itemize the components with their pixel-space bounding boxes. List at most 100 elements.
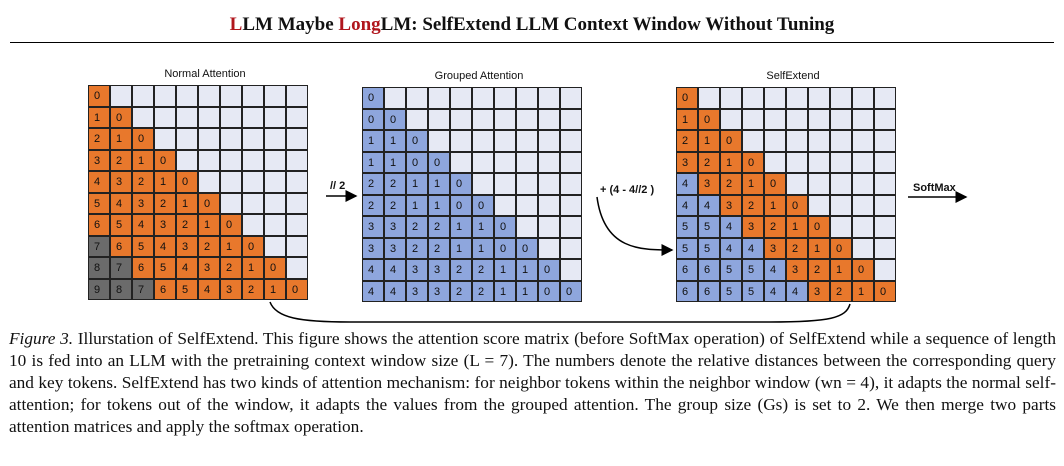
matrix-cell: 1 bbox=[676, 108, 698, 130]
matrix-cell-empty bbox=[242, 106, 264, 128]
matrix-cell: 3 bbox=[808, 280, 830, 302]
matrix-cell-empty bbox=[264, 128, 286, 150]
matrix-cell: 9 bbox=[88, 278, 110, 300]
matrix-cell: 3 bbox=[676, 151, 698, 173]
matrix-cell: 4 bbox=[154, 235, 176, 257]
matrix-cell-empty bbox=[198, 128, 220, 150]
matrix-cell-empty bbox=[808, 130, 830, 152]
matrix-cell-empty bbox=[516, 151, 538, 173]
matrix-cell-empty bbox=[560, 173, 582, 195]
matrix-cell: 2 bbox=[698, 151, 720, 173]
softmax-label: SoftMax bbox=[913, 182, 956, 194]
matrix-cell: 1 bbox=[242, 257, 264, 279]
matrix-cell: 0 bbox=[764, 173, 786, 195]
matrix-cell-empty bbox=[198, 85, 220, 107]
matrix-cell-empty bbox=[538, 216, 560, 238]
matrix-cell-empty bbox=[450, 108, 472, 130]
matrix-cell: 4 bbox=[742, 237, 764, 259]
matrix-cell: 3 bbox=[198, 257, 220, 279]
matrix-cell-empty bbox=[852, 194, 874, 216]
matrix-cell-empty bbox=[472, 173, 494, 195]
matrix-cell-empty bbox=[154, 106, 176, 128]
matrix-cell: 3 bbox=[88, 149, 110, 171]
matrix-cell-empty bbox=[286, 192, 308, 214]
matrix-cell: 0 bbox=[428, 151, 450, 173]
matrix-cell: 1 bbox=[362, 130, 384, 152]
matrix-cell-empty bbox=[808, 87, 830, 109]
matrix-cell: 1 bbox=[362, 151, 384, 173]
matrix-cell-empty bbox=[154, 128, 176, 150]
matrix-cell: 1 bbox=[132, 149, 154, 171]
matrix-cell-empty bbox=[560, 151, 582, 173]
matrix-cell-empty bbox=[494, 108, 516, 130]
matrix-cell: 0 bbox=[88, 85, 110, 107]
matrix-cell: 3 bbox=[428, 259, 450, 281]
matrix-cell: 3 bbox=[698, 173, 720, 195]
matrix-cell-empty bbox=[450, 130, 472, 152]
matrix-cell: 4 bbox=[110, 192, 132, 214]
matrix-cell-empty bbox=[110, 85, 132, 107]
matrix-cell-empty bbox=[264, 192, 286, 214]
matrix-cell-empty bbox=[538, 130, 560, 152]
matrix-cell: 3 bbox=[110, 171, 132, 193]
matrix-cell: 5 bbox=[132, 235, 154, 257]
matrix-cell-empty bbox=[220, 128, 242, 150]
matrix-cell: 2 bbox=[428, 216, 450, 238]
matrix-cell-empty bbox=[242, 192, 264, 214]
matrix-cell: 1 bbox=[110, 128, 132, 150]
matrix-cell-empty bbox=[764, 130, 786, 152]
matrix-cell-empty bbox=[516, 87, 538, 109]
header-red-l: L bbox=[229, 14, 243, 35]
matrix-cell: 4 bbox=[786, 280, 808, 302]
matrix-cell-empty bbox=[406, 108, 428, 130]
matrix-cell: 0 bbox=[286, 278, 308, 300]
matrix-cell: 4 bbox=[362, 259, 384, 281]
matrix-cell-empty bbox=[560, 108, 582, 130]
matrix-cell-empty bbox=[494, 173, 516, 195]
matrix-cell: 7 bbox=[132, 278, 154, 300]
matrix-cell: 0 bbox=[264, 257, 286, 279]
matrix-cell: 1 bbox=[264, 278, 286, 300]
matrix-cell-empty bbox=[286, 85, 308, 107]
matrix-cell: 2 bbox=[830, 280, 852, 302]
matrix-cell: 2 bbox=[406, 237, 428, 259]
matrix-cell: 0 bbox=[406, 151, 428, 173]
matrix-cell-empty bbox=[786, 173, 808, 195]
matrix-cell: 0 bbox=[516, 237, 538, 259]
matrix-cell-empty bbox=[242, 85, 264, 107]
matrix-cell: 1 bbox=[384, 130, 406, 152]
matrix-cell: 2 bbox=[786, 237, 808, 259]
matrix-cell-empty bbox=[176, 149, 198, 171]
matrix-cell-empty bbox=[516, 216, 538, 238]
matrix-cell-empty bbox=[808, 108, 830, 130]
matrix-cell: 0 bbox=[830, 237, 852, 259]
matrix-cell-empty bbox=[698, 87, 720, 109]
matrix-cell: 2 bbox=[198, 235, 220, 257]
matrix-cell-empty bbox=[874, 216, 896, 238]
matrix-cell: 2 bbox=[428, 237, 450, 259]
matrix-cell: 0 bbox=[384, 108, 406, 130]
matrix-cell: 0 bbox=[538, 280, 560, 302]
matrix-cell: 0 bbox=[560, 280, 582, 302]
matrix-cell: 3 bbox=[176, 235, 198, 257]
matrix-cell: 0 bbox=[472, 194, 494, 216]
matrix-cell: 0 bbox=[198, 192, 220, 214]
matrix-cell-empty bbox=[742, 130, 764, 152]
matrix-cell-empty bbox=[220, 149, 242, 171]
matrix-cell: 2 bbox=[720, 173, 742, 195]
matrix-cell: 0 bbox=[220, 214, 242, 236]
matrix-cell: 4 bbox=[176, 257, 198, 279]
matrix-cell-empty bbox=[830, 151, 852, 173]
matrix-cell: 3 bbox=[406, 259, 428, 281]
matrix-cell-empty bbox=[494, 151, 516, 173]
matrix-cell: 4 bbox=[676, 173, 698, 195]
matrix-cell-empty bbox=[286, 128, 308, 150]
matrix-cell: 5 bbox=[698, 237, 720, 259]
matrix-cell: 2 bbox=[242, 278, 264, 300]
matrix-cell-empty bbox=[242, 128, 264, 150]
matrix-cell: 1 bbox=[406, 173, 428, 195]
matrix-cell: 0 bbox=[406, 130, 428, 152]
paper-running-header: LLM Maybe LongLM: SelfExtend LLM Context… bbox=[0, 14, 1064, 36]
matrix-cell: 1 bbox=[516, 259, 538, 281]
matrix-cell: 0 bbox=[852, 259, 874, 281]
